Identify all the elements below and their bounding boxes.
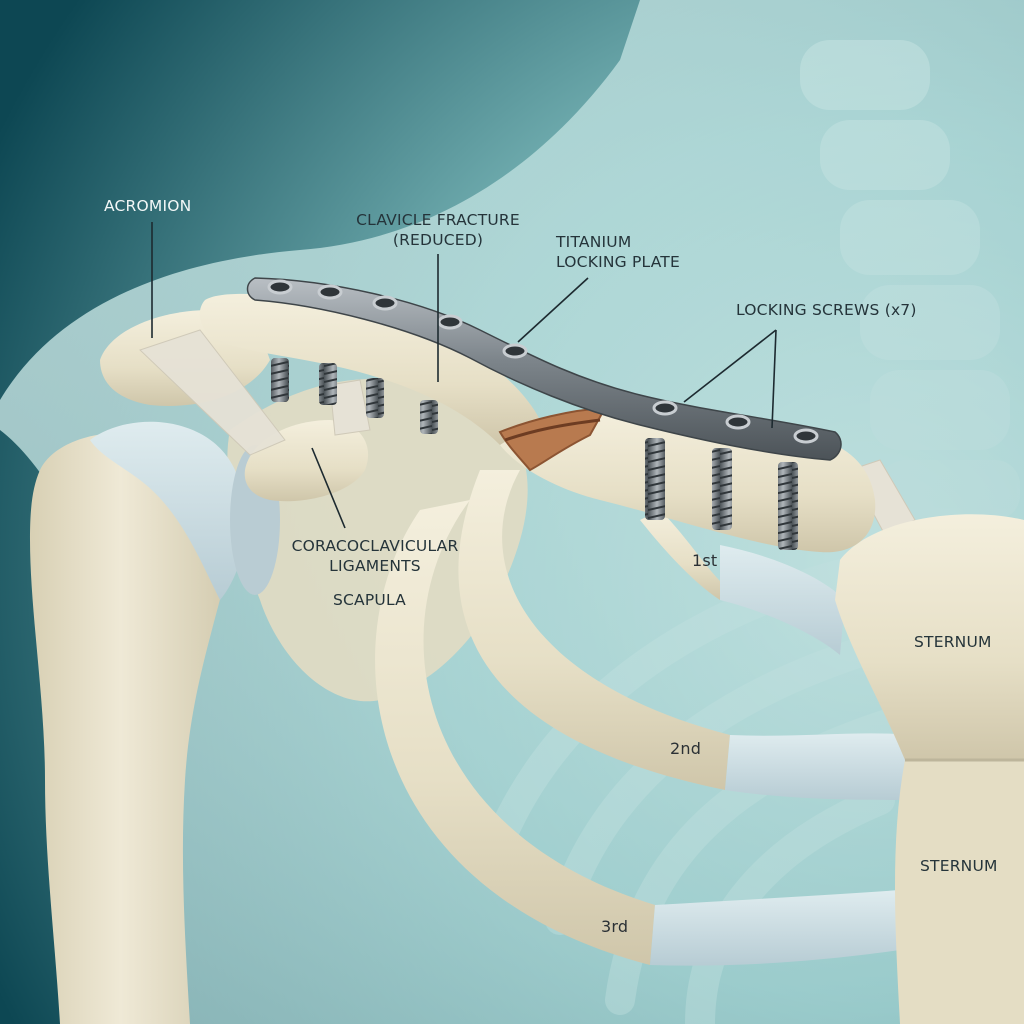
clavicle-fracture-label: CLAVICLE FRACTURE (REDUCED) <box>346 210 530 250</box>
clavicle-fracture-label-line1: CLAVICLE FRACTURE <box>356 211 520 229</box>
ligaments-label-line1: CORACOCLAVICULAR <box>291 537 459 555</box>
sternum-body <box>895 760 1024 1024</box>
clavicle-lateral-fragment <box>199 293 540 445</box>
scapula-label: SCAPULA <box>333 591 406 609</box>
screw-5 <box>645 438 665 520</box>
acromion-label: ACROMION <box>104 197 192 215</box>
titanium-locking-plate <box>246 277 842 461</box>
screw-2 <box>319 363 337 405</box>
screw-7 <box>778 462 798 550</box>
screw-4 <box>420 400 438 434</box>
fracture-line <box>504 418 601 442</box>
ligaments-label-line2: LIGAMENTS <box>329 557 421 575</box>
humeral-head-cartilage <box>90 421 246 600</box>
plate-screw-holes <box>267 279 819 444</box>
titanium-plate-label-line1: TITANIUM <box>556 233 632 251</box>
humerus <box>30 432 232 1024</box>
leader-lines <box>151 222 777 529</box>
sternum-upper-label: STERNUM <box>914 633 992 651</box>
coracoclavicular-ligaments-label: CORACOCLAVICULAR LIGAMENTS <box>280 536 470 576</box>
locking-screws <box>271 358 798 550</box>
rib-2-label: 2nd <box>670 739 702 758</box>
titanium-plate-label-line2: LOCKING PLATE <box>556 253 680 271</box>
rib-3-label: 3rd <box>601 917 629 936</box>
screw-3 <box>366 378 384 418</box>
clavicle-fracture-label-line2: (REDUCED) <box>392 231 484 249</box>
sternum-manubrium <box>835 514 1024 760</box>
rib-2 <box>458 470 910 800</box>
rib-1 <box>640 510 845 655</box>
rib-3 <box>375 500 900 966</box>
locking-screws-label: LOCKING SCREWS (x7) <box>736 301 917 319</box>
screw-6 <box>712 448 732 530</box>
sternum-lower-label: STERNUM <box>920 857 998 875</box>
screw-1 <box>271 358 289 402</box>
titanium-plate-label: TITANIUM LOCKING PLATE <box>556 232 680 272</box>
rib-1-label: 1st <box>692 551 718 570</box>
